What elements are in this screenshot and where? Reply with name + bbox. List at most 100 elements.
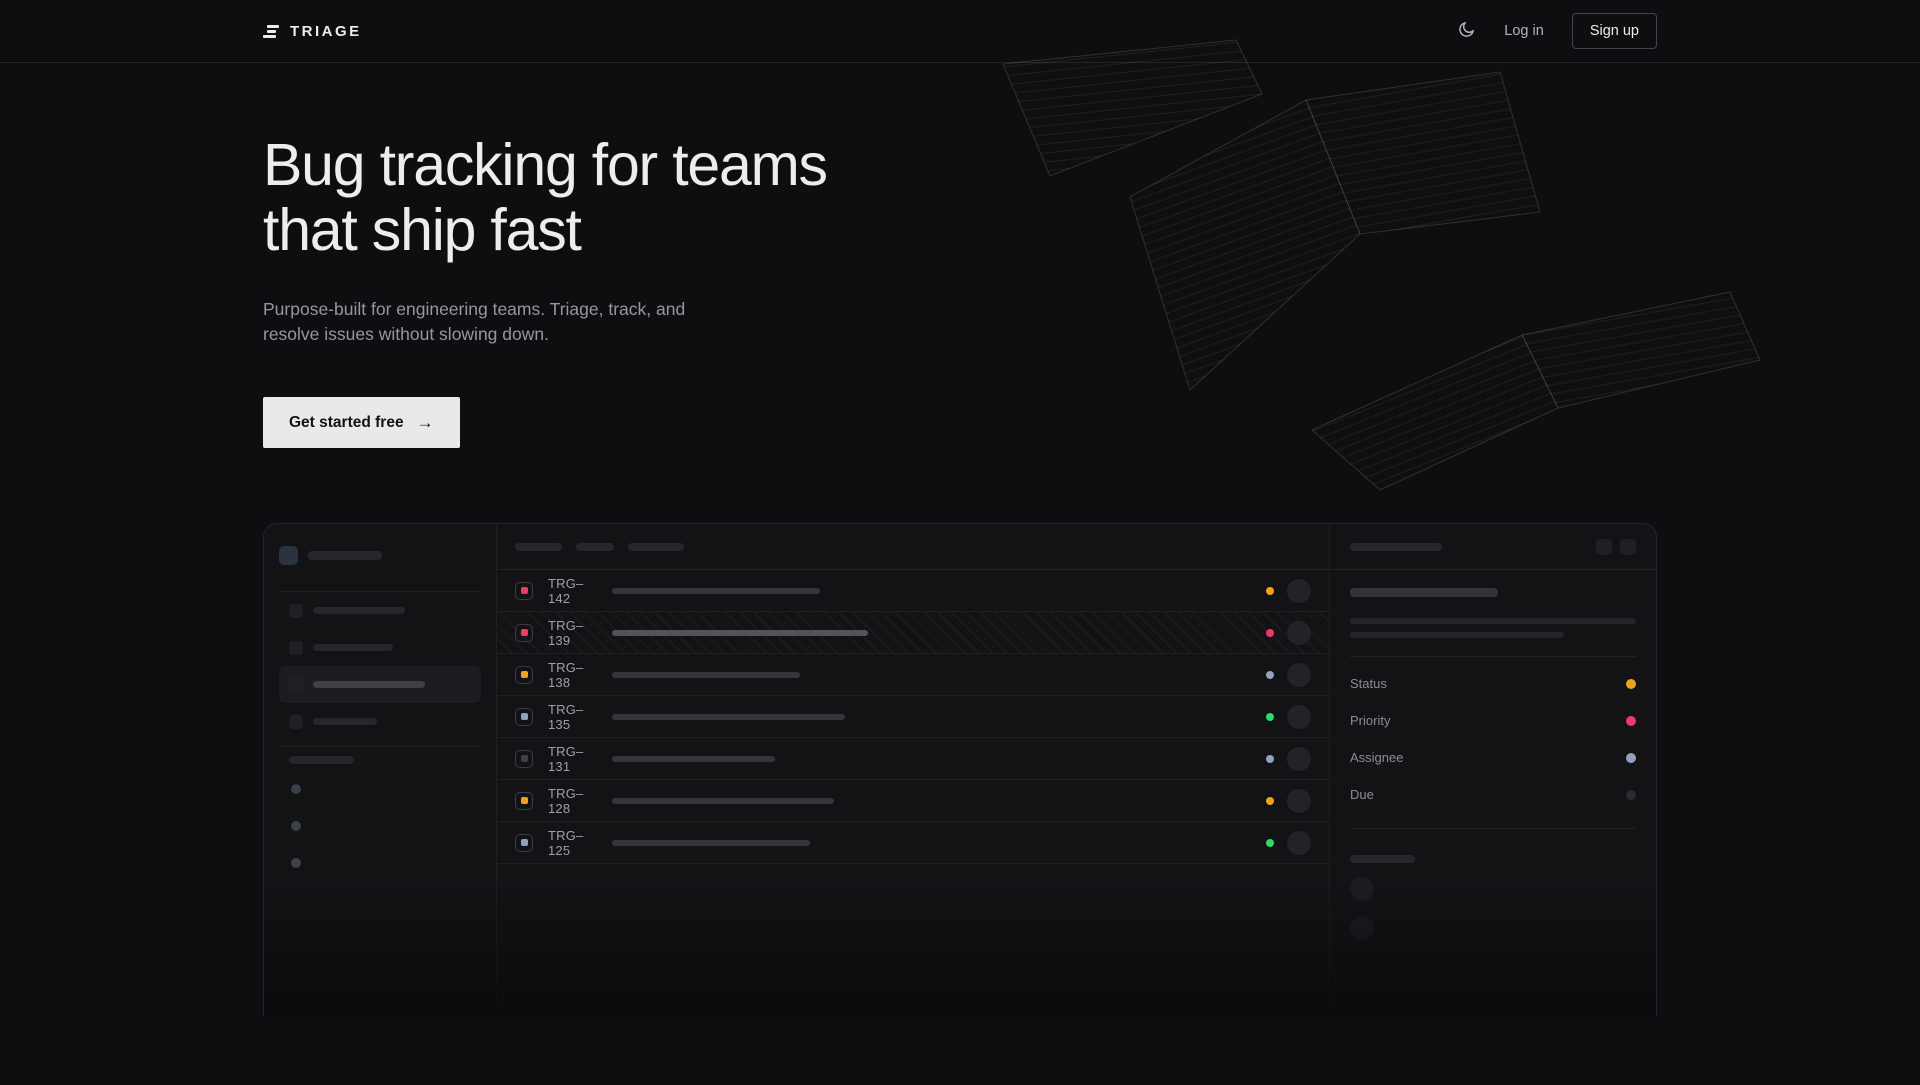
skeleton-line xyxy=(1350,632,1564,638)
status-dot xyxy=(1266,755,1274,763)
issue-row: TRG–142 xyxy=(497,570,1329,612)
issue-type-icon xyxy=(515,792,533,810)
issue-title-skeleton xyxy=(612,840,810,846)
issue-id: TRG–142 xyxy=(548,576,598,606)
sidebar-item-icon xyxy=(289,678,303,692)
divider xyxy=(1350,828,1636,829)
issue-row: TRG–128 xyxy=(497,780,1329,822)
sidebar-item-active xyxy=(279,666,481,703)
issue-type-icon xyxy=(515,708,533,726)
property-row: Priority xyxy=(1350,702,1636,739)
status-dot xyxy=(1266,671,1274,679)
skeleton-bar xyxy=(308,551,382,560)
divider xyxy=(279,746,481,747)
skeleton-bar xyxy=(313,644,393,651)
signup-button[interactable]: Sign up xyxy=(1572,13,1657,49)
issue-list-header xyxy=(497,524,1329,570)
login-link[interactable]: Log in xyxy=(1504,23,1544,39)
assignee-avatar xyxy=(1287,663,1311,687)
assignee-avatar xyxy=(1287,789,1311,813)
issue-id: TRG–139 xyxy=(548,618,598,648)
issue-type-icon xyxy=(515,582,533,600)
status-dot xyxy=(1266,797,1274,805)
status-dot xyxy=(1266,629,1274,637)
assignee-avatar xyxy=(1287,579,1311,603)
issue-row: TRG–125 xyxy=(497,822,1329,864)
issue-id: TRG–125 xyxy=(548,828,598,858)
issue-type-icon xyxy=(515,834,533,852)
issue-list: TRG–142 TRG–139 TRG–138 xyxy=(497,524,1330,1016)
skeleton-bar xyxy=(313,681,425,688)
theme-toggle-button[interactable] xyxy=(1457,20,1476,42)
skeleton-bar xyxy=(1350,855,1415,863)
issue-id: TRG–135 xyxy=(548,702,598,732)
sidebar-item-icon xyxy=(289,715,303,729)
status-dot xyxy=(1266,587,1274,595)
property-value-dot xyxy=(1626,679,1636,689)
issue-title-skeleton xyxy=(612,798,834,804)
sidebar-item-icon xyxy=(289,641,303,655)
property-row: Due xyxy=(1350,776,1636,813)
property-value-dot xyxy=(1626,753,1636,763)
skeleton-bar xyxy=(313,718,377,725)
property-label: Status xyxy=(1350,676,1387,691)
assignee-avatar xyxy=(1287,621,1311,645)
sidebar-item xyxy=(279,703,481,740)
issue-title-skeleton xyxy=(612,672,800,678)
avatar-skeleton xyxy=(1350,916,1374,940)
issue-title-skeleton xyxy=(612,588,820,594)
moon-icon xyxy=(1457,20,1476,42)
brand-logo[interactable]: TRIAGE xyxy=(263,23,362,40)
property-label: Priority xyxy=(1350,713,1390,728)
status-dot xyxy=(1266,839,1274,847)
issue-title-skeleton xyxy=(612,756,775,762)
property-value-dot xyxy=(1626,790,1636,800)
issue-title-skeleton xyxy=(1350,588,1498,597)
property-row: Assignee xyxy=(1350,739,1636,776)
skeleton-line xyxy=(1350,618,1636,624)
panel-header-buttons xyxy=(1596,539,1636,555)
workspace-avatar xyxy=(279,546,298,565)
assignee-avatar xyxy=(1287,705,1311,729)
brand-name: TRIAGE xyxy=(290,23,362,40)
sidebar-item-icon xyxy=(289,604,303,618)
issue-row: TRG–138 xyxy=(497,654,1329,696)
issue-title-skeleton xyxy=(612,630,868,636)
issue-id: TRG–128 xyxy=(548,786,598,816)
hero-subtitle: Purpose-built for engineering teams. Tri… xyxy=(263,297,1657,347)
property-label: Due xyxy=(1350,787,1374,802)
issue-type-icon xyxy=(515,666,533,684)
skeleton-bar xyxy=(289,756,354,764)
avatar-skeleton xyxy=(1350,877,1374,901)
cta-label: Get started free xyxy=(289,414,404,432)
sidebar-dot xyxy=(291,821,301,831)
issue-row: TRG–135 xyxy=(497,696,1329,738)
issue-row-selected: TRG–139 xyxy=(497,612,1329,654)
panel-button xyxy=(1596,539,1612,555)
workspace-row xyxy=(279,546,481,565)
skeleton-bar xyxy=(313,607,405,614)
issue-row: TRG–131 xyxy=(497,738,1329,780)
issue-id: TRG–131 xyxy=(548,744,598,774)
detail-panel: Status Priority Assignee Due xyxy=(1330,524,1656,1016)
status-dot xyxy=(1266,713,1274,721)
skeleton-pill xyxy=(628,543,684,551)
detail-panel-header xyxy=(1330,524,1656,570)
issue-title-skeleton xyxy=(612,714,845,720)
property-label: Assignee xyxy=(1350,750,1403,765)
assignee-avatar xyxy=(1287,831,1311,855)
skeleton-pill xyxy=(576,543,614,551)
sidebar-dot xyxy=(291,858,301,868)
skeleton-pill xyxy=(1350,543,1442,551)
issue-id: TRG–138 xyxy=(548,660,598,690)
get-started-button[interactable]: Get started free → xyxy=(263,397,460,448)
top-nav: TRIAGE Log in Sign up xyxy=(0,0,1920,63)
assignee-avatar xyxy=(1287,747,1311,771)
panel-button xyxy=(1620,539,1636,555)
sidebar-dot xyxy=(291,784,301,794)
arrow-right-icon: → xyxy=(417,413,434,433)
property-value-dot xyxy=(1626,716,1636,726)
preview-sidebar xyxy=(264,524,497,1016)
issue-type-icon xyxy=(515,624,533,642)
issue-type-icon xyxy=(515,750,533,768)
